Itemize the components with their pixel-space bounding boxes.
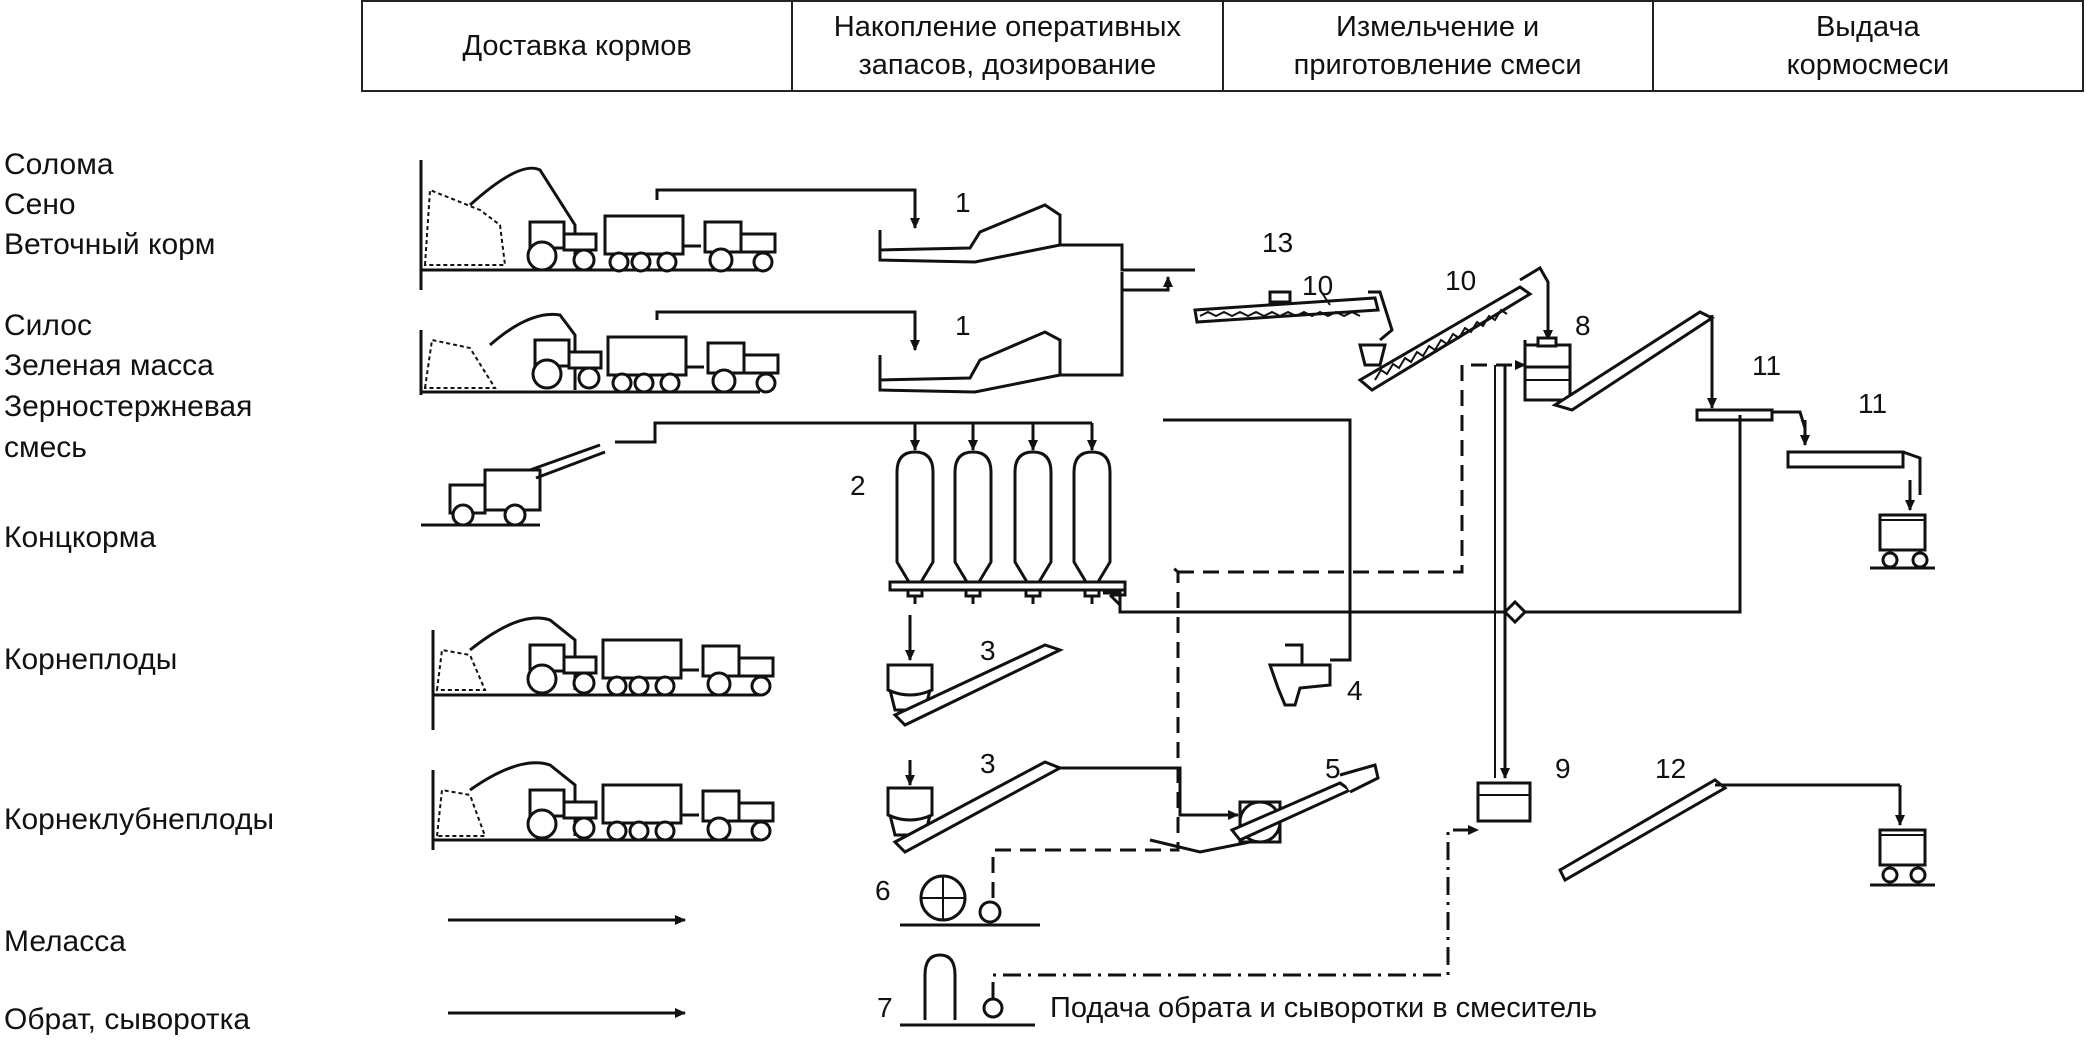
dispenser-11-top <box>1695 408 1810 446</box>
whey-supply-caption: Подача обрата и сыворотки в смеситель <box>1050 992 1597 1024</box>
whey-tank-7 <box>900 953 1035 1027</box>
root-tubers-delivery-group <box>431 761 775 850</box>
root-conveyor-3-bottom <box>886 760 1064 854</box>
feed-cart-top <box>1870 513 1935 570</box>
label-3-bottom: 3 <box>980 748 996 779</box>
stage-delivery: Доставка кормов <box>360 0 794 92</box>
silage-delivery-group <box>419 312 780 395</box>
label-6: 6 <box>875 875 891 906</box>
feed-label-root-tubers: Корнеклубнеплоды <box>4 803 275 836</box>
label-10-top: 10 <box>1302 270 1333 301</box>
label-5: 5 <box>1325 753 1341 784</box>
mixer-8 <box>1523 310 1716 412</box>
label-1-top: 1 <box>955 187 971 218</box>
label-11-top: 11 <box>1752 350 1781 381</box>
label-7: 7 <box>877 992 893 1023</box>
chopper-13-conveyor-10 <box>1193 289 1394 367</box>
label-9: 9 <box>1555 753 1571 784</box>
label-1-bottom: 1 <box>955 310 971 341</box>
inclined-conveyor-10 <box>1357 265 1553 392</box>
dispenser-11-bottom <box>1786 450 1922 511</box>
label-8: 8 <box>1575 310 1591 341</box>
root-conveyor-3-top <box>886 643 1064 727</box>
straw-delivery-group <box>419 160 777 290</box>
feed-label-molasses: Меласса <box>4 925 126 958</box>
storage-feeder-1-bottom <box>878 330 1062 394</box>
label-11-right: 11 <box>1858 388 1887 419</box>
chopper-4 <box>1267 618 1352 707</box>
label-2: 2 <box>850 470 866 501</box>
feed-cart-bottom <box>1870 828 1935 887</box>
washer-5 <box>1229 763 1380 844</box>
feed-label-roots: Корнеплоды <box>4 643 178 676</box>
feed-label-ear-corn: Зерностержневая <box>4 390 253 423</box>
roots-delivery-group <box>431 616 775 730</box>
label-4: 4 <box>1347 675 1363 706</box>
storage-feeder-1-top <box>878 203 1062 264</box>
mixer-9 <box>1476 778 1728 883</box>
feed-label-whey: Обрат, сыворотка <box>4 1003 251 1036</box>
concentrate-truck <box>421 443 606 527</box>
feed-label-concentrates: Концкорма <box>4 521 157 554</box>
label-3-top: 3 <box>980 635 996 666</box>
label-13: 13 <box>1262 227 1293 258</box>
feed-label-hay: Сено <box>4 188 76 221</box>
concentrate-silos <box>888 450 1127 607</box>
feed-label-silage: Силос <box>4 309 92 342</box>
label-10-right: 10 <box>1445 265 1476 296</box>
feed-label-green-mass: Зеленая масса <box>4 349 214 382</box>
label-12: 12 <box>1655 753 1686 784</box>
feed-label-branch-feed: Веточный корм <box>4 228 216 261</box>
molasses-tank-6 <box>900 874 1040 927</box>
feed-label-mix: смесь <box>4 431 87 464</box>
feed-label-straw: Солома <box>4 148 114 181</box>
